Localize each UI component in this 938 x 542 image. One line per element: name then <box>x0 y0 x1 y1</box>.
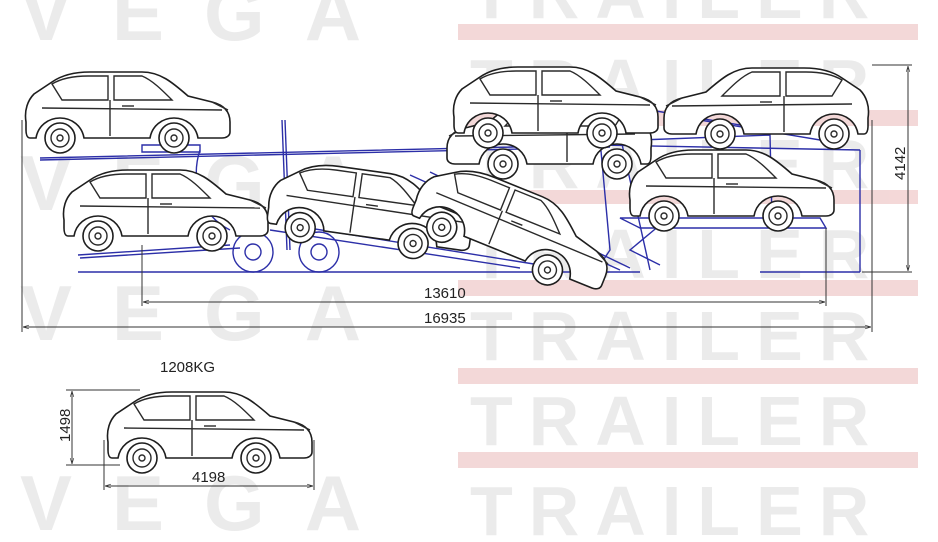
overall-length-label: 16935 <box>424 310 466 327</box>
watermark-vega: VEGA <box>20 269 401 357</box>
car-length-label: 4198 <box>192 469 225 486</box>
watermark-vega: VEGA <box>20 459 401 542</box>
watermark-stripe <box>458 24 918 40</box>
watermark-stripe <box>458 452 918 468</box>
watermark-stripe <box>458 368 918 384</box>
dimension-height: 4142 <box>862 64 912 273</box>
watermark-trailer: TRAILER <box>470 382 885 460</box>
watermark-vega: VEGA <box>20 0 401 57</box>
trailer-wheel <box>298 231 340 273</box>
trailer-length-label: 13610 <box>424 285 466 302</box>
dimension-overall-length: 16935 <box>21 120 873 332</box>
trailer-wheel <box>232 231 274 273</box>
watermark-stripe <box>458 280 918 296</box>
car-height-label: 1498 <box>57 409 74 442</box>
reference-car: 1208KG 1498 4198 <box>57 359 315 490</box>
height-label: 4142 <box>892 147 909 180</box>
watermark-trailer: TRAILER <box>470 297 885 375</box>
watermark-trailer: TRAILER <box>470 472 885 542</box>
dimension-trailer-length: 13610 <box>141 228 827 306</box>
car-weight-label: 1208KG <box>160 359 215 376</box>
watermark-trailer: TRAILER <box>470 0 885 33</box>
